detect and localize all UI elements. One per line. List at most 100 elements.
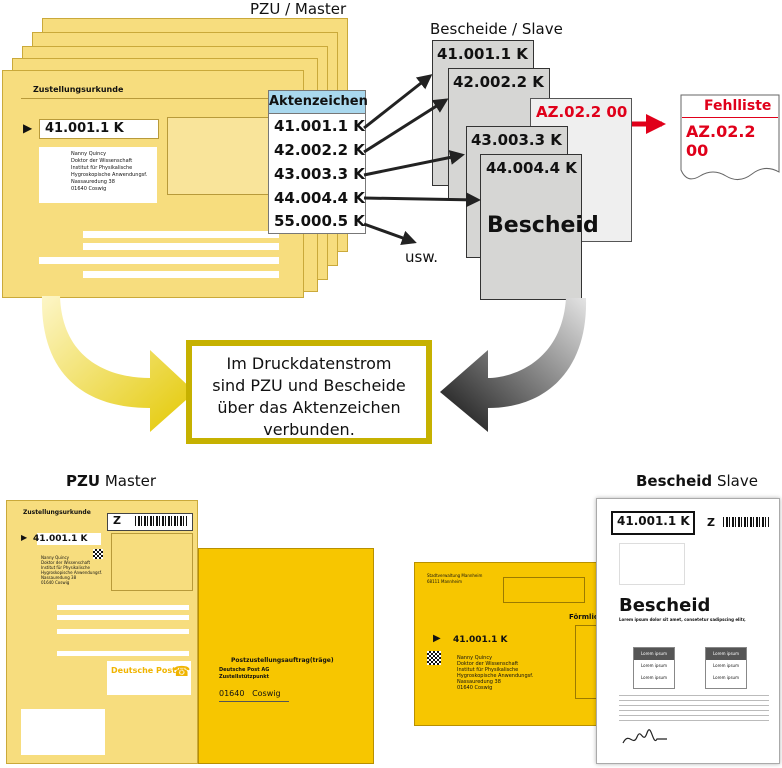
center-text-line: über das Aktenzeichen	[217, 398, 401, 417]
env2-formlich: Förmlich	[569, 613, 603, 621]
env2-qr	[427, 651, 441, 665]
bescheid-heading-bold: Bescheid	[636, 472, 713, 490]
deutsche-post-text: Deutsche Post	[111, 666, 176, 675]
sender-line: Deutsche Post AG	[219, 667, 270, 673]
master-form-front: Zustellungsurkunde ▶ 41.001.1 K Nanny Qu…	[2, 70, 304, 298]
doc-az: 41.001.1 K	[617, 514, 690, 528]
address-line: Doktor der Wissenschaft	[457, 661, 519, 667]
yellow-env-title: Postzustellungsauftrag(träge)	[231, 657, 334, 664]
pzu-heading-rest: Master	[100, 472, 157, 490]
env2-arrow-icon: ▶	[433, 633, 441, 644]
yellow-env-city: 01640 Coswig	[219, 689, 281, 698]
doc-lorem-table-1: Lorem ipsum Lorem ipsum Lorem ipsum	[633, 647, 675, 689]
aktenzeichen-row: 43.003.3 K	[274, 165, 365, 183]
arrow-3	[363, 150, 465, 177]
aktenzeichen-row: 44.004.4 K	[274, 189, 365, 207]
form-right-fields	[167, 117, 279, 195]
slave-card-az: 42.002.2 K	[453, 73, 544, 91]
lorem-cell: Lorem ipsum	[641, 663, 667, 668]
arrow-4	[363, 192, 481, 208]
doc-z: Z	[707, 516, 715, 529]
form-field-row	[83, 243, 279, 250]
address-line: Doktor der Wissenschaft	[41, 560, 91, 565]
doc-lorem-bold: Lorem ipsum dolor sit amet, consetetur s…	[619, 617, 746, 622]
form-divider	[21, 98, 289, 99]
address-line: Institut für Physikalische	[71, 165, 133, 171]
fehlliste-value: AZ.02.2 00	[686, 122, 756, 160]
yellow-env-sender: Deutsche Post AG Zustellstützpunkt	[219, 667, 269, 681]
doc-address-area	[619, 543, 685, 585]
form-aktenzeichen: 41.001.1 K	[45, 121, 124, 136]
address-line: Doktor der Wissenschaft	[71, 158, 133, 164]
pzu-field-row	[57, 629, 189, 634]
slave-card-bescheid: Bescheid	[487, 213, 599, 238]
address-line: Nanny Quincy	[41, 555, 70, 560]
aktenzeichen-row: 42.002.2 K	[274, 141, 365, 159]
absender-line: Stadtverwaltung Mannheim	[427, 573, 483, 578]
yellow-curve-arrow	[41, 296, 195, 432]
pzu-qr	[93, 549, 103, 559]
env2-absender: Stadtverwaltung Mannheim 68111 Mannheim	[427, 573, 482, 585]
window-envelope: Stadtverwaltung Mannheim 68111 Mannheim …	[414, 562, 610, 726]
env2-window	[503, 577, 585, 603]
form-az-box	[39, 119, 159, 139]
center-text-line: sind PZU und Bescheide	[212, 376, 406, 395]
lorem-cell: Lorem ipsum	[641, 675, 667, 680]
env2-az: 41.001.1 K	[453, 635, 508, 645]
address-line: Nassauredung 38	[457, 679, 501, 685]
post-horn-icon: ☎	[173, 664, 191, 680]
fehlliste-shape	[680, 94, 780, 180]
lorem-cell: Lorem ipsum	[713, 675, 739, 680]
doc-lorem-table-2: Lorem ipsum Lorem ipsum Lorem ipsum	[705, 647, 747, 689]
arrow-2	[363, 98, 449, 154]
address-line: Hygroskopische Anwendungsf.	[71, 172, 148, 178]
form-address-box	[39, 147, 157, 203]
sender-line: Zustellstützpunkt	[219, 674, 270, 680]
form-field-row	[39, 257, 279, 264]
lorem-cell: Lorem ipsum	[713, 663, 739, 668]
bescheid-slave-heading: Bescheid Slave	[636, 472, 758, 490]
form-arrow-icon: ▶	[23, 121, 33, 135]
center-text-line: verbunden.	[263, 420, 355, 439]
address-line: Hygroskopische Anwendungsf.	[41, 570, 102, 575]
pzu-az: 41.001.1 K	[33, 534, 88, 544]
address-line: Institut für Physikalische	[41, 565, 90, 570]
lorem-cell: Lorem ipsum	[706, 648, 746, 660]
usw-label: usw.	[405, 248, 438, 266]
doc-az-box	[611, 511, 695, 535]
doc-barcode	[723, 517, 769, 527]
slave-card-front: 44.004.4 K Bescheid	[480, 154, 599, 300]
slave-card-az: 41.001.1 K	[437, 45, 528, 63]
doc-text-lines	[619, 695, 769, 721]
pzu-form-title: Zustellungsurkunde	[23, 509, 91, 516]
address-line: 01640 Coswig	[457, 685, 493, 691]
pzu-form: Zustellungsurkunde Z ▶ 41.001.1 K Nanny …	[6, 500, 198, 764]
doc-title: Bescheid	[619, 595, 711, 616]
master-label: PZU / Master	[250, 0, 347, 18]
slave-card-az: 44.004.4 K	[486, 159, 577, 177]
lorem-cell: Lorem ipsum	[634, 648, 674, 660]
address-line: 01640 Coswig	[71, 186, 107, 192]
aktenzeichen-table: Aktenzeichen 41.001.1 K 42.002.2 K 43.00…	[268, 90, 368, 234]
pzu-az-box	[37, 533, 101, 545]
address-line: 01640 Coswig	[41, 580, 70, 585]
arrow-1	[363, 74, 433, 130]
form-field-row	[83, 231, 279, 238]
form-field-row	[83, 271, 279, 278]
bescheid-document: 41.001.1 K Z Bescheid Lorem ipsum dolor …	[596, 498, 780, 764]
center-text-box: Im Druckdatenstrom sind PZU und Bescheid…	[186, 340, 432, 444]
address-line: Nanny Quincy	[71, 151, 107, 157]
aktenzeichen-row: 41.001.1 K	[274, 117, 365, 135]
pzu-z: Z	[113, 514, 121, 527]
pzu-field-row	[57, 651, 189, 656]
env2-address: Nanny Quincy Doktor der Wissenschaft Ins…	[457, 655, 533, 691]
pzu-signature-box	[21, 709, 105, 755]
pzu-heading-bold: PZU	[66, 472, 101, 490]
deutsche-post-logo: Deutsche Post ☎	[107, 661, 191, 695]
bescheid-heading-rest: Slave	[712, 472, 758, 490]
pzu-address: Nanny Quincy Doktor der Wissenschaft Ins…	[41, 555, 102, 585]
signature	[622, 729, 667, 744]
pzu-arrow-icon: ▶	[21, 533, 28, 542]
form-title: Zustellungsurkunde	[33, 85, 124, 94]
slave-card-az: 43.003.3 K	[471, 131, 562, 149]
